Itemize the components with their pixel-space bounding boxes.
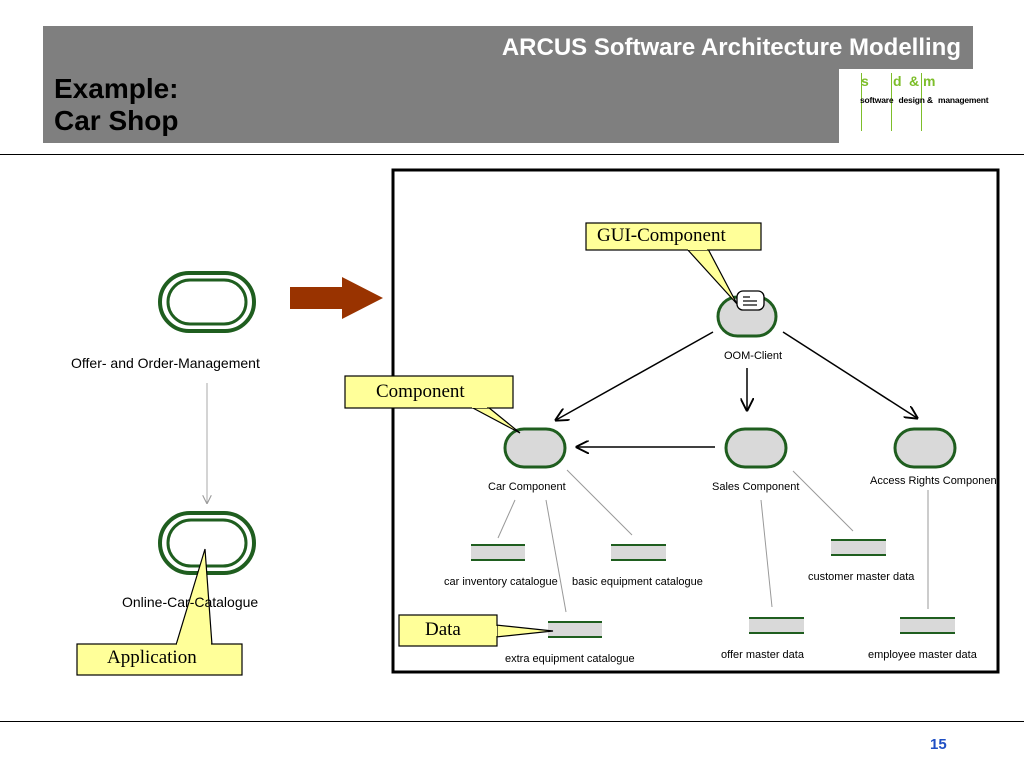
- oom-client-label: OOM-Client: [724, 350, 783, 362]
- data-store-employee-master: [900, 617, 955, 634]
- logo-word-design: design &: [898, 95, 933, 105]
- gui-callout-text: GUI-Component: [597, 225, 726, 246]
- data-callout-text: Data: [425, 619, 461, 640]
- transition-arrow: [290, 277, 383, 319]
- data-store-customer-master: [831, 539, 886, 556]
- title-bar: Example: Car Shop: [43, 69, 839, 143]
- slide-title-line2: Car Shop: [54, 105, 179, 136]
- component-callout-text: Component: [376, 381, 465, 402]
- customer-master-label: customer master data: [808, 571, 915, 583]
- sales-component-label: Sales Component: [712, 481, 800, 493]
- component-arrows: [556, 331, 917, 447]
- top-rule: [0, 154, 1024, 155]
- logo-letter-amp: &: [909, 73, 920, 89]
- logo-bar: [921, 73, 922, 131]
- data-store-extra-equipment: [548, 621, 602, 638]
- logo-bar: [861, 73, 862, 131]
- data-store-car-inventory: [471, 544, 525, 561]
- application-symbol-top: [158, 271, 256, 333]
- header-bar: ARCUS Software Architecture Modelling: [43, 26, 973, 69]
- car-inventory-label: car inventory catalogue: [444, 576, 558, 588]
- oom-client-component: [716, 290, 778, 338]
- application-label-bottom: Online-Car-Catalogue: [122, 594, 259, 610]
- data-store-basic-equipment: [611, 544, 666, 561]
- extra-equipment-label: extra equipment catalogue: [505, 653, 635, 665]
- car-component-label: Car Component: [488, 481, 566, 493]
- data-connectors: [497, 469, 929, 613]
- employee-master-label: employee master data: [868, 649, 977, 661]
- slide-title: Example: Car Shop: [54, 73, 179, 137]
- sdm-logo: s d & m software design & management: [855, 73, 989, 133]
- access-rights-component-shape: [893, 427, 957, 469]
- data-store-offer-master: [749, 617, 804, 634]
- page-number: 15: [930, 736, 947, 753]
- component-callout-box: [344, 375, 514, 409]
- access-rights-component-label: Access Rights Component: [870, 475, 1000, 487]
- logo-letter-s: s: [861, 73, 869, 89]
- logo-letter-m: m: [923, 73, 936, 89]
- application-label-top: Offer- and Order-Management: [71, 355, 260, 371]
- offer-master-label: offer master data: [721, 649, 804, 661]
- bottom-rule: [0, 721, 1024, 722]
- sales-component-shape: [724, 427, 788, 469]
- logo-word-software: software: [860, 95, 894, 105]
- slide-title-line1: Example:: [54, 73, 179, 104]
- logo-bar: [891, 73, 892, 131]
- logo-letter-d: d: [893, 73, 902, 89]
- data-callout-box: [398, 614, 498, 647]
- logo-words: software design & management: [860, 95, 989, 105]
- application-callout-box: [76, 643, 243, 676]
- car-component-shape: [503, 427, 567, 469]
- application-callout-text: Application: [107, 647, 197, 668]
- logo-word-management: management: [938, 95, 989, 105]
- gui-callout-box: [585, 222, 762, 251]
- basic-equipment-label: basic equipment catalogue: [572, 576, 703, 588]
- application-symbol-bottom: [158, 511, 256, 575]
- callouts: [76, 222, 762, 676]
- header-title: ARCUS Software Architecture Modelling: [501, 34, 961, 61]
